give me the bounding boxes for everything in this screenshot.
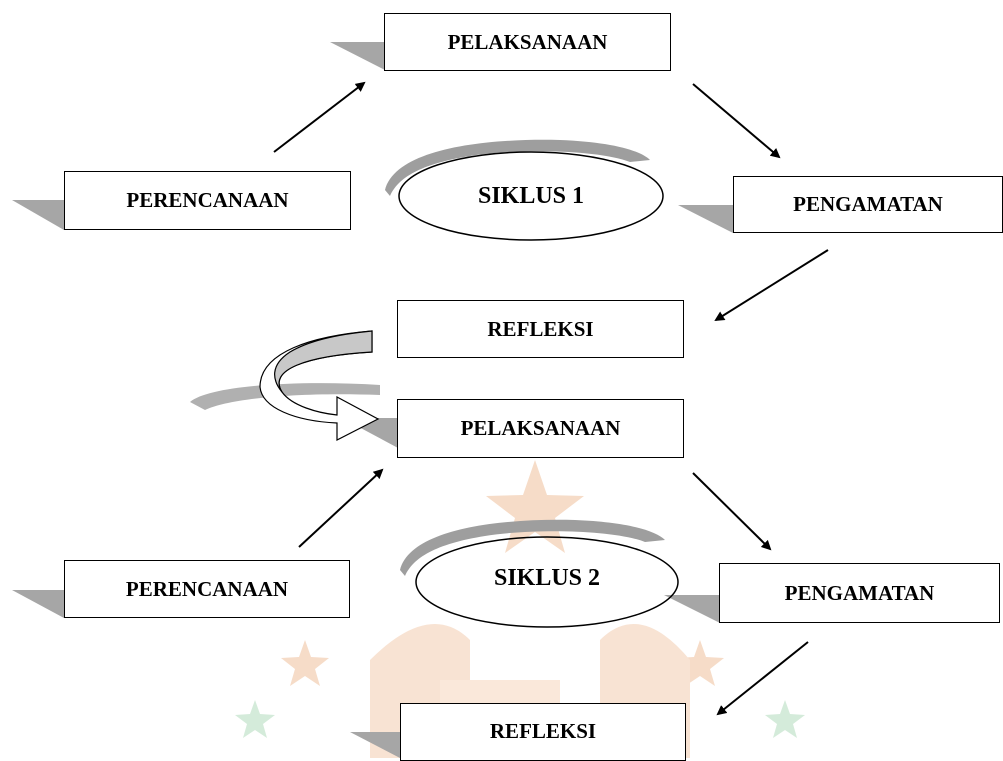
box-shadow: [12, 200, 64, 230]
star-icon: [235, 700, 275, 738]
loop-back-arrow-shade: [274, 330, 373, 393]
cycle-2-observation-box: PENGAMATAN: [719, 563, 1000, 623]
cycle-1-implementation-box: PELAKSANAAN: [384, 13, 671, 71]
cycle-1-ellipse: [398, 151, 664, 241]
box-shadow: [12, 590, 64, 618]
ellipse-shadow-arc-1: [385, 139, 650, 196]
arrow-impl1-to-obs1: [692, 83, 781, 159]
box-shadow: [330, 42, 385, 70]
loop-shadow-arc: [190, 383, 380, 410]
cycle-1-observation-box: PENGAMATAN: [733, 176, 1003, 233]
arrow-obs2-to-refl2: [716, 641, 809, 716]
cycle-1-planning-box: PERENCANAAN: [64, 171, 351, 230]
cycle-2-planning-box: PERENCANAAN: [64, 560, 350, 618]
cycle-2-ellipse: [415, 536, 679, 628]
arrow-plan2-to-impl2: [298, 468, 384, 548]
star-icon: [765, 700, 805, 738]
arrow-impl2-to-obs2: [692, 472, 772, 551]
star-icon: [486, 460, 584, 553]
star-icon: [676, 640, 724, 686]
arrow-obs1-to-refl1: [714, 249, 829, 322]
box-shadow: [664, 595, 720, 623]
cycle-1-label: SIKLUS 1: [477, 182, 585, 209]
ellipse-shadow-arc-2: [400, 519, 665, 576]
cycle-2-reflection-box: REFLEKSI: [400, 703, 686, 761]
box-shadow: [350, 732, 400, 758]
arrow-plan1-to-impl1: [273, 81, 366, 153]
cycle-2-label: SIKLUS 2: [493, 564, 601, 591]
cycle-1-reflection-box: REFLEKSI: [397, 300, 684, 358]
star-icon: [281, 640, 329, 686]
box-shadow: [678, 205, 733, 233]
cycle-2-implementation-box: PELAKSANAAN: [397, 399, 684, 458]
